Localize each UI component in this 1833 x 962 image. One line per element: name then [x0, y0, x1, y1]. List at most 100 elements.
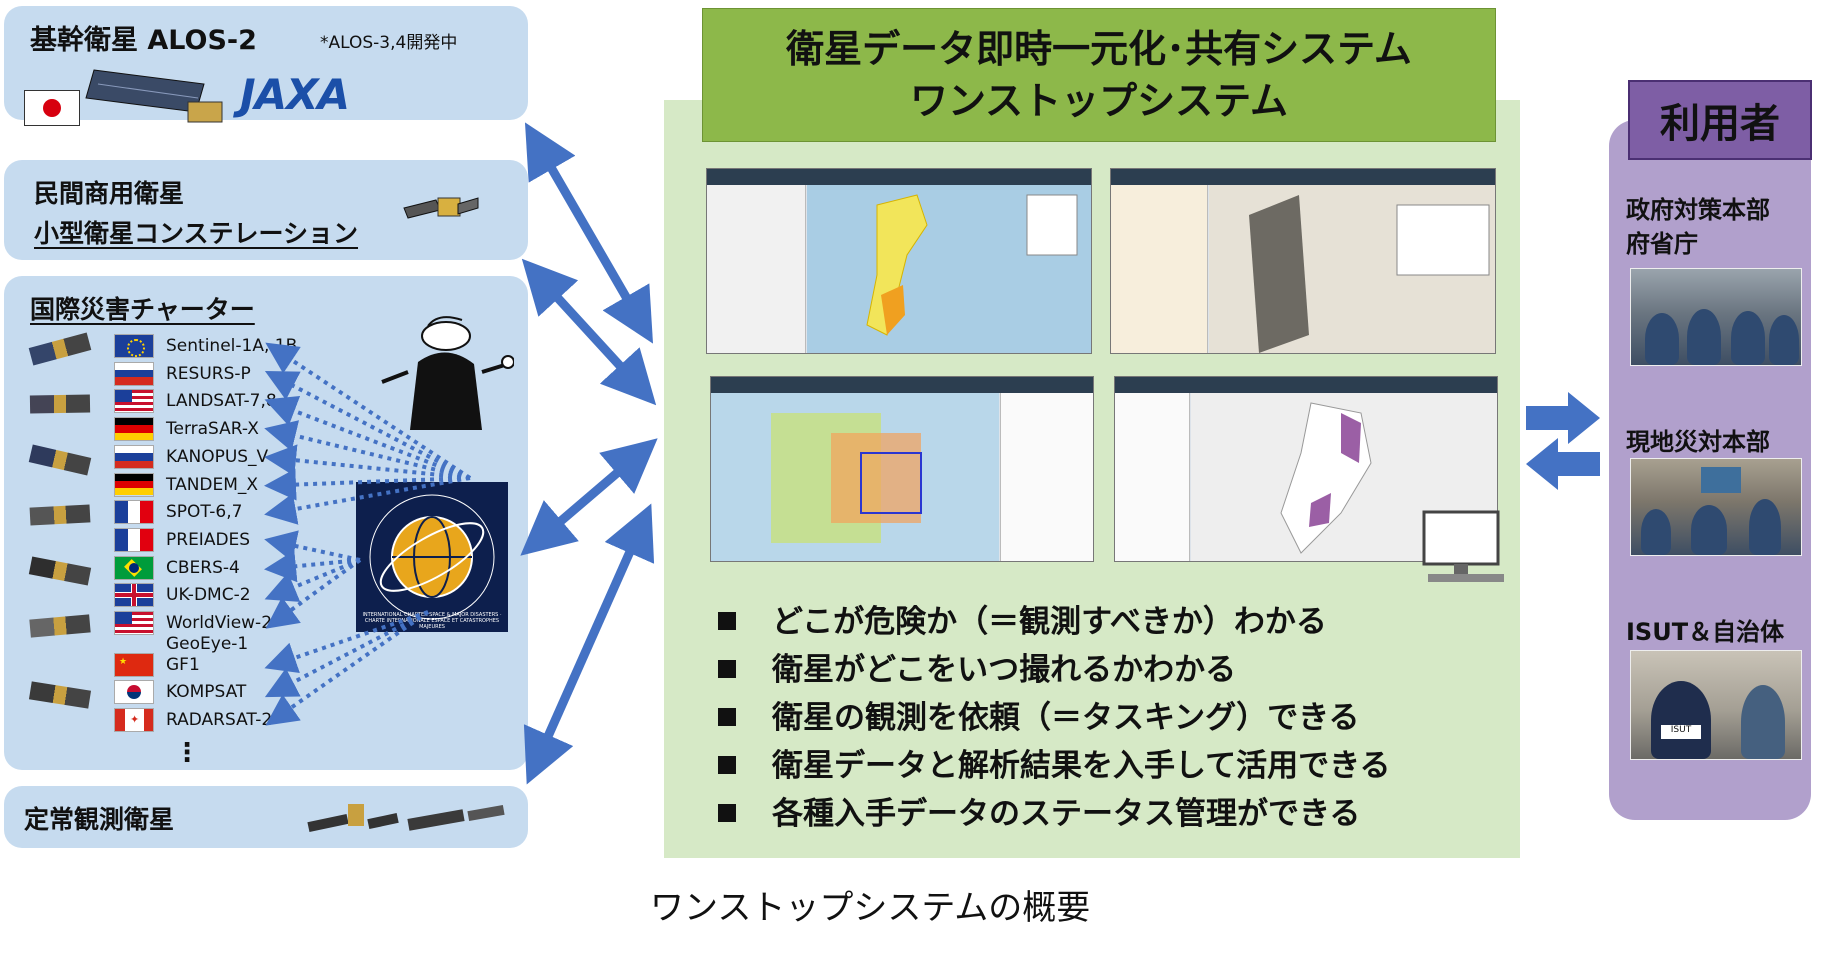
bullet-square-icon: [718, 707, 736, 726]
computer-monitor-icon: [1422, 510, 1504, 582]
flag-ca-icon: ✦: [114, 708, 154, 733]
globe-icon: [369, 494, 495, 620]
charter-link-arrow: [265, 342, 472, 480]
charter-arrow: [520, 438, 658, 556]
satellite-name: TerraSAR-X: [166, 419, 259, 440]
double-arrows: [520, 122, 658, 785]
routine-panel: 定常観測衛星: [4, 786, 528, 848]
routine-title: 定常観測衛星: [24, 805, 175, 834]
feature-text: どこが危険か（＝観測すべきか）わかる: [772, 604, 1327, 640]
list-ellipsis: ⋮: [174, 738, 200, 768]
satellite-name: KOMPSAT: [166, 682, 247, 703]
satellite-name: Sentinel-1A, 1B: [166, 336, 298, 356]
alos-title: 基幹衛星 ALOS-2: [30, 25, 257, 56]
routine-satellites-icon: [307, 804, 505, 833]
commercial-line1: 民間商用衛星: [34, 179, 185, 208]
feature-item: どこが危険か（＝観測すべきか）わかる: [718, 596, 1327, 641]
screenshot-tasking: [710, 376, 1094, 562]
flag-uk-icon: [114, 583, 154, 608]
photo-isut: ISUT: [1630, 650, 1802, 760]
charter-link-arrow: [264, 610, 429, 698]
flag-ru-icon: [114, 444, 154, 469]
user-group-isut: ISUT＆自治体: [1626, 618, 1785, 646]
scientist-illustration: [381, 316, 514, 430]
flag-fr-icon: [114, 527, 154, 552]
feature-item: 衛星データと解析結果を入手して活用できる: [718, 740, 1390, 785]
alos-panel: 基幹衛星 ALOS-2 *ALOS-3,4開発中 JAXA: [4, 6, 528, 126]
geoeye-label: GeoEye-1: [166, 634, 249, 654]
user-group-hq-line1: 政府対策本部: [1626, 196, 1770, 224]
satellite-name: RADARSAT-2: [166, 710, 273, 731]
commercial-arrow: [521, 258, 657, 406]
satellite-name: TANDEM_X: [166, 474, 259, 495]
flag-de-icon: [114, 472, 154, 497]
figure-caption: ワンストップシステムの概要: [650, 888, 1091, 928]
users-title: 利用者: [1660, 101, 1780, 147]
bullet-square-icon: [718, 803, 736, 822]
flag-de-icon: [114, 417, 154, 442]
japan-flag-icon: [24, 90, 80, 126]
charter-link-arrow: [264, 550, 361, 583]
users-title-box: 利用者: [1628, 80, 1812, 160]
alos-arrow: [524, 122, 654, 344]
charter-logo: INTERNATIONAL CHARTER SPACE & MAJOR DISA…: [356, 482, 508, 632]
system-title: 衛星データ即時一元化･共有システム ワンストップシステム: [702, 8, 1496, 142]
alos-satellite-icon: [85, 69, 223, 123]
satellite-name: LANDSAT-7,8: [166, 391, 277, 412]
flag-cn-icon: ★: [114, 652, 154, 677]
bullet-square-icon: [718, 755, 736, 774]
feature-item: 衛星がどこをいつ撮れるかわかる: [718, 644, 1236, 689]
satellite-name: KANOPUS_V: [166, 446, 269, 467]
charter-link-arrow: [264, 420, 471, 480]
screenshot-satellite-pass: [1110, 168, 1496, 354]
charter-title: 国際災害チャーター: [30, 295, 255, 324]
charter-link-arrow: [264, 468, 471, 501]
system-title-line2: ワンストップシステム: [909, 79, 1289, 123]
flag-ru-icon: [114, 361, 154, 386]
user-group-local-line1: 現地災対本部: [1626, 428, 1770, 456]
feature-text: 各種入手データのステータス管理ができる: [772, 796, 1361, 832]
charter-link-arrow: [264, 476, 471, 525]
flag-us-icon: [114, 389, 154, 414]
commercial-line2: 小型衛星コンステレーション: [34, 219, 359, 248]
user-arrows: [1526, 392, 1600, 490]
flag-kr-icon: [114, 680, 154, 705]
jaxa-logo-text: JAXA: [240, 70, 350, 119]
charter-link-arrow: [264, 558, 361, 602]
photo-local-hq: [1630, 458, 1802, 556]
bullet-square-icon: [718, 611, 736, 630]
flag-br-icon: [114, 555, 154, 580]
satellite-name: PREIADES: [166, 529, 251, 550]
charter-logo-text: INTERNATIONAL CHARTER SPACE & MAJOR DISA…: [362, 612, 502, 630]
system-title-line1: 衛星データ即時一元化･共有システム: [786, 27, 1412, 71]
screenshot-data-status: [1114, 376, 1498, 562]
feature-text: 衛星がどこをいつ撮れるかわかる: [772, 652, 1237, 688]
feature-text: 衛星データと解析結果を入手して活用できる: [772, 748, 1391, 784]
jaxa-logo: JAXA: [240, 70, 350, 119]
charter-link-arrow: [264, 444, 471, 480]
flag-fr-icon: [114, 500, 154, 525]
user-group-hq-line2: 府省庁: [1626, 230, 1698, 258]
satellite-name: CBERS-4: [166, 557, 240, 578]
charter-link-arrow: [265, 558, 362, 629]
feature-item: 衛星の観測を依頼（＝タスキング）できる: [718, 692, 1359, 737]
satellite-name: SPOT-6,7: [166, 502, 243, 523]
charter-link-arrow: [265, 610, 430, 726]
screenshot-hazard-map: [706, 168, 1092, 354]
flag-eu-icon: [114, 334, 154, 358]
satellite-name: WorldView-2: [166, 613, 273, 633]
alos-note: *ALOS-3,4開発中: [320, 33, 458, 53]
feature-item: 各種入手データのステータス管理ができる: [718, 788, 1360, 833]
charter-link-arrow: [264, 530, 361, 562]
routine-arrow: [523, 503, 655, 785]
charter-dotted-arrows: [264, 342, 472, 726]
flag-us-icon: [114, 611, 154, 635]
satellite-name: GF1: [166, 654, 200, 675]
feature-text: 衛星の観測を依頼（＝タスキング）できる: [772, 700, 1360, 736]
charter-link-arrow: [264, 370, 471, 480]
small-satellite-icon: [403, 197, 479, 219]
satellite-name: RESURS-P: [166, 363, 251, 384]
satellite-name: UK-DMC-2: [166, 585, 251, 606]
bullet-square-icon: [718, 659, 736, 678]
commercial-panel: 民間商用衛星 小型衛星コンステレーション: [4, 160, 528, 260]
